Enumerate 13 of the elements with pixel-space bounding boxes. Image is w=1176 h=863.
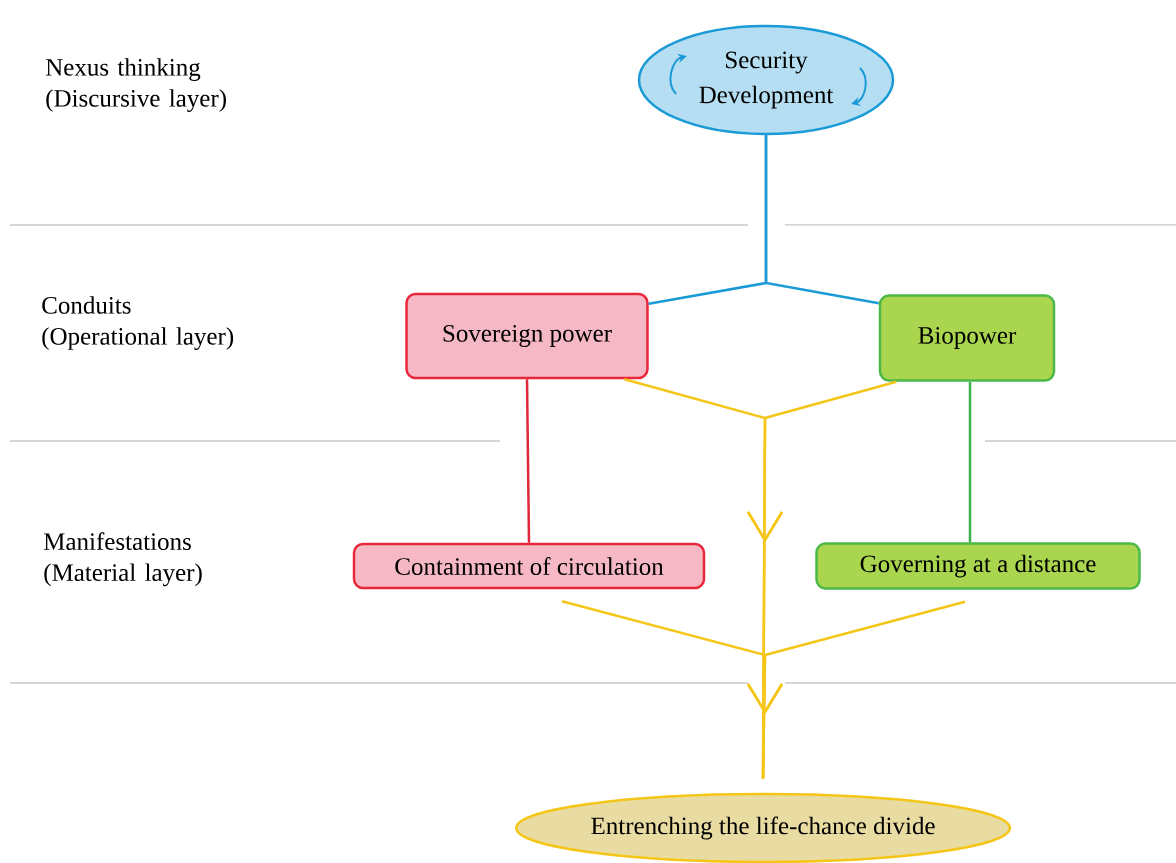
- process-box: Sovereign power: [405, 292, 649, 380]
- connector: [764, 135, 879, 305]
- connector: [525, 379, 531, 543]
- connector: [746, 600, 967, 780]
- ellipse-node: Security Development: [637, 24, 895, 136]
- process-box: Governing at a distance: [815, 542, 1141, 590]
- process-box: Biopower: [878, 294, 1056, 382]
- ellipse-node: Entrenching the life-chance divide: [515, 792, 1012, 863]
- layer-label: Conduits (Operational layer): [42, 296, 234, 350]
- layer-label: Nexus thinking (Discursive layer): [45, 58, 226, 112]
- connector: [968, 381, 972, 543]
- process-box: Containment of circulation: [352, 542, 706, 590]
- layer-label: Manifestations (Material layer): [43, 532, 202, 587]
